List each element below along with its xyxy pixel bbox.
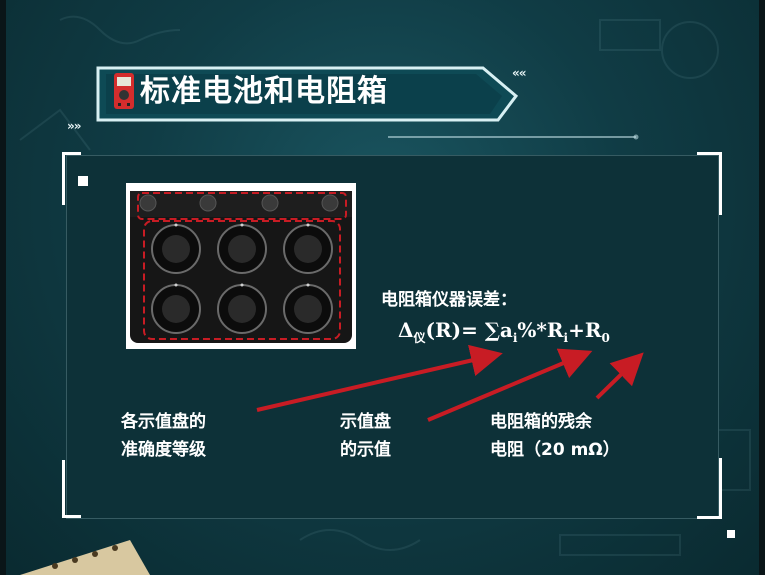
formula-r0-subscript: 0 [601, 331, 610, 345]
formula-delta: Δ [398, 318, 414, 342]
note-line: 准确度等级 [121, 440, 206, 460]
chevron-right-decoration: «« [512, 66, 526, 80]
formula-delta-subscript: 仪 [413, 331, 426, 345]
note-line: 电阻（20 mΩ） [490, 440, 620, 460]
frame-corner [697, 152, 722, 215]
title-banner [88, 62, 518, 124]
frame-corner [697, 458, 722, 519]
note-line: 电阻箱的残余 [490, 412, 592, 432]
note-line: 的示值 [340, 440, 391, 460]
frame-corner [62, 152, 81, 205]
note-accuracy-class: 各示值盘的 准确度等级 [121, 408, 206, 464]
note-line: 各示值盘的 [121, 412, 206, 432]
note-line: 示值盘 [340, 412, 391, 432]
frame-corner [62, 460, 81, 518]
error-formula: Δ仪(R)= ∑ai%*Ri+R0 [398, 318, 610, 346]
note-residual-resistance: 电阻箱的残余 电阻（20 mΩ） [490, 408, 620, 464]
formula-a-subscript: i [512, 331, 518, 345]
chevron-left-decoration: »» [67, 119, 81, 133]
slide-title: 标准电池和电阻箱 [140, 74, 388, 109]
right-edge [759, 0, 765, 575]
note-dial-value: 示值盘 的示值 [340, 408, 391, 464]
left-edge [0, 0, 6, 575]
multimeter-icon [114, 73, 134, 109]
formula-r-subscript: i [563, 331, 569, 345]
frame-dot [78, 176, 88, 186]
instrument-error-heading: 电阻箱仪器误差： [381, 290, 517, 310]
resistance-box-photo [126, 183, 356, 349]
formula-ri: %*R [517, 318, 564, 342]
formula-r0: +R [568, 318, 602, 342]
frame-dot [727, 530, 735, 538]
formula-sum: (R)= ∑a [425, 318, 513, 342]
